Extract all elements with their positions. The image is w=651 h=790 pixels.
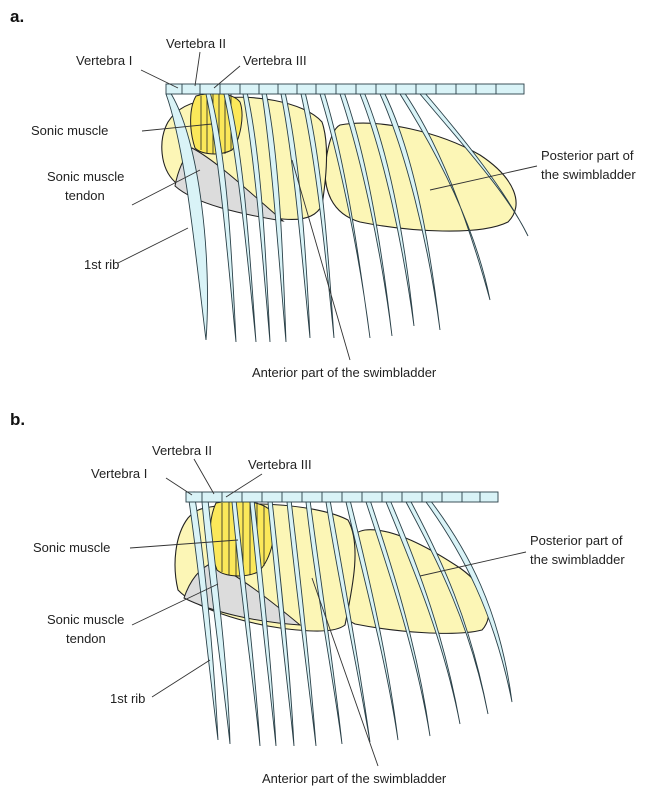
posterior-swimbladder-label-line2: the swimbladder [541, 167, 636, 182]
sonic-muscle-label: Sonic muscle [31, 123, 108, 138]
panel-b-label: b. [10, 410, 25, 429]
panel-b: b. [10, 410, 625, 786]
panel-a-label: a. [10, 7, 24, 26]
posterior-swimbladder-label-line1: Posterior part of [541, 148, 634, 163]
sonic-muscle-tendon-label-line2: tendon [66, 631, 106, 646]
anterior-swimbladder-label: Anterior part of the swimbladder [262, 771, 447, 786]
vertebral-column [166, 84, 524, 94]
vertebra-2-label: Vertebra II [152, 443, 212, 458]
first-rib-label: 1st rib [110, 691, 145, 706]
vertebra-1-label: Vertebra I [91, 466, 147, 481]
vertebra-3-label: Vertebra III [248, 457, 312, 472]
vertebral-column [186, 492, 498, 502]
vertebra-2-label: Vertebra II [166, 36, 226, 51]
sonic-muscle-tendon-label-line1: Sonic muscle [47, 169, 124, 184]
posterior-swimbladder-label-line1: Posterior part of [530, 533, 623, 548]
vertebra-3-label: Vertebra III [243, 53, 307, 68]
anterior-swimbladder-label: Anterior part of the swimbladder [252, 365, 437, 380]
sonic-muscle-label: Sonic muscle [33, 540, 110, 555]
panel-a: a. [10, 7, 636, 380]
posterior-swimbladder-label-line2: the swimbladder [530, 552, 625, 567]
vertebra-1-label: Vertebra I [76, 53, 132, 68]
sonic-muscle-tendon-label-line1: Sonic muscle [47, 612, 124, 627]
first-rib-label: 1st rib [84, 257, 119, 272]
sonic-muscle-tendon-label-line2: tendon [65, 188, 105, 203]
